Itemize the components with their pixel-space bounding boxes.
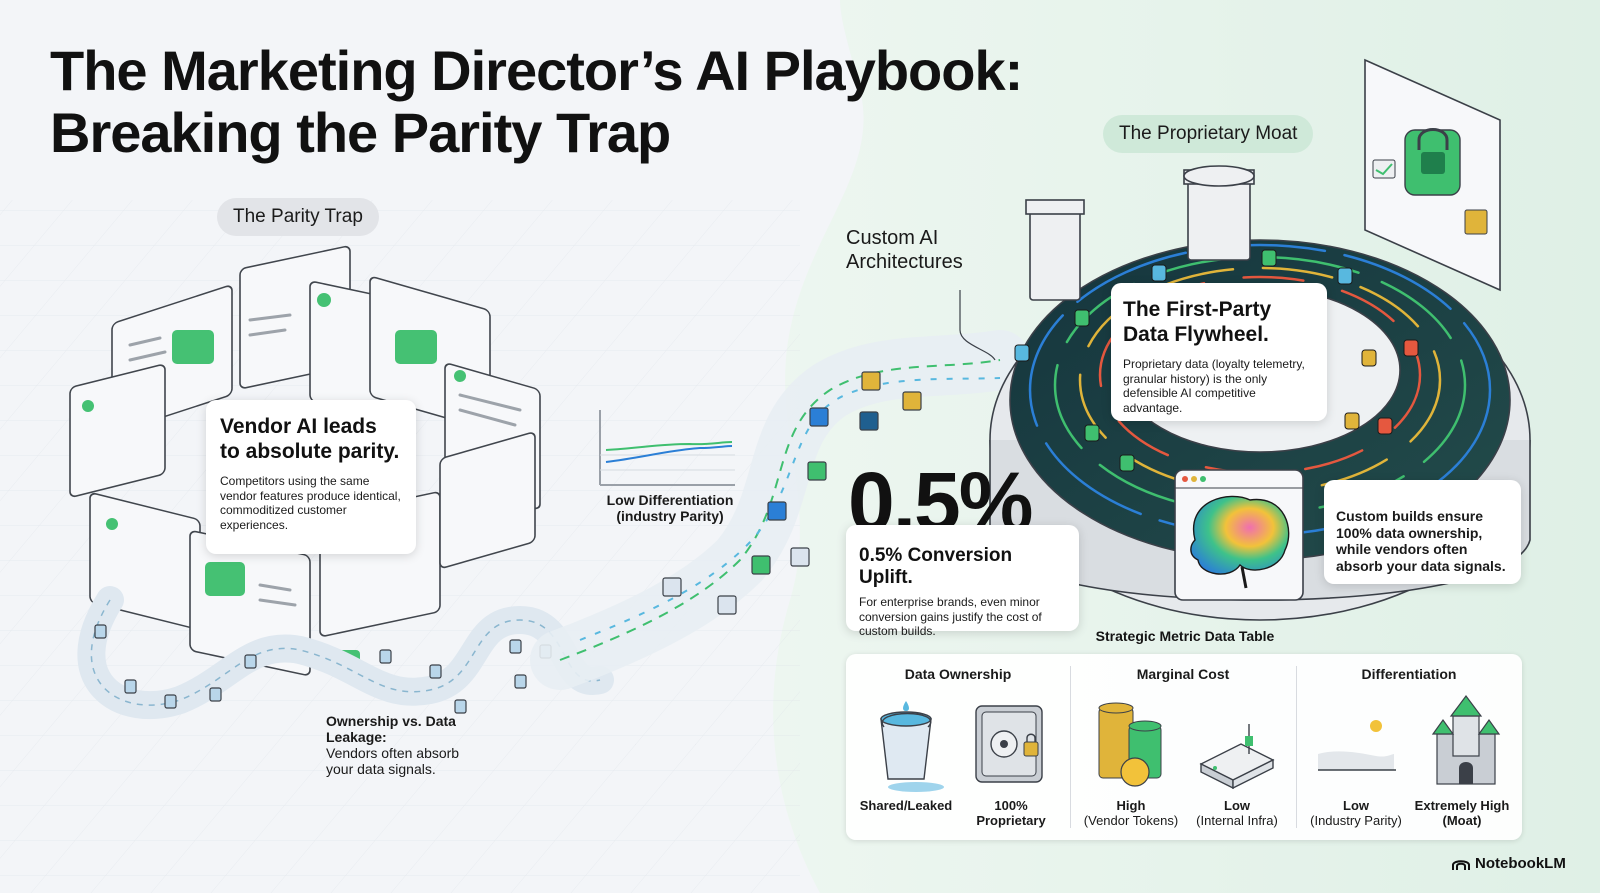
low-diff-line-2: (industry Parity) bbox=[616, 508, 724, 524]
low-differentiation-label: Low Differentiation (industry Parity) bbox=[590, 492, 750, 524]
cell-main: Low bbox=[1343, 798, 1369, 813]
flywheel-card: The First-Party Data Flywheel. Proprieta… bbox=[1111, 283, 1327, 421]
cell-sub: (Moat) bbox=[1442, 813, 1482, 828]
cell-sub: (Vendor Tokens) bbox=[1083, 813, 1179, 828]
custom-path-road bbox=[530, 330, 1030, 690]
flat-parity-chart bbox=[599, 410, 735, 486]
ai-brain-screen bbox=[1174, 469, 1304, 601]
brand-watermark: NotebookLM bbox=[1452, 855, 1566, 872]
security-panel bbox=[1364, 58, 1501, 292]
flat-plain-icon bbox=[1318, 720, 1396, 771]
title-line-1: The Marketing Director’s AI Playbook: bbox=[50, 39, 1023, 102]
col-header-data-ownership: Data Ownership bbox=[904, 666, 1012, 682]
ownership-note: Ownership vs. Data Leakage: Vendors ofte… bbox=[326, 713, 476, 777]
cell-low-industry-parity: Low (Industry Parity) bbox=[1304, 798, 1408, 828]
table-divider bbox=[1296, 666, 1297, 828]
coin-stacks-icon bbox=[1098, 702, 1162, 787]
cell-main: Extremely High bbox=[1414, 798, 1510, 813]
uplift-body: For enterprise brands, even minor conver… bbox=[859, 595, 1042, 638]
table-divider bbox=[1070, 666, 1071, 828]
vendor-ai-heading: Vendor AI leads to absolute parity. bbox=[220, 415, 400, 463]
cell-low-internal-infra: Low (Internal Infra) bbox=[1186, 798, 1288, 828]
castle-icon bbox=[1431, 695, 1501, 785]
cell-main: High bbox=[1116, 798, 1146, 813]
page-title: The Marketing Director’s AI Playbook: Br… bbox=[50, 40, 1110, 164]
vendor-ai-body: Competitors using the same vendor featur… bbox=[220, 474, 401, 532]
low-diff-line-1: Low Differentiation bbox=[606, 492, 734, 508]
metric-table: Data Ownership Marginal Cost Differentia… bbox=[846, 654, 1522, 840]
uplift-heading: 0.5% Conversion Uplift. bbox=[859, 545, 1013, 588]
notebooklm-logo-icon bbox=[1452, 859, 1470, 870]
vendor-ai-card: Vendor AI leads to absolute parity. Comp… bbox=[206, 400, 416, 554]
flywheel-body: Proprietary data (loyalty telemetry, gra… bbox=[1123, 357, 1305, 415]
cell-main: 100% bbox=[994, 798, 1028, 813]
custom-ai-label: Custom AI Architectures bbox=[846, 226, 1006, 274]
cell-shared-leaked: Shared/Leaked bbox=[854, 798, 958, 813]
cell-extremely-high-moat: Extremely High (Moat) bbox=[1408, 798, 1516, 828]
leaking-bucket-icon bbox=[880, 701, 944, 792]
cell-main: Low bbox=[1224, 798, 1250, 813]
col-header-differentiation: Differentiation bbox=[1361, 666, 1457, 682]
brand-name: NotebookLM bbox=[1475, 855, 1566, 872]
vault-safe-icon bbox=[975, 705, 1043, 783]
flywheel-heading: The First-Party Data Flywheel. bbox=[1123, 298, 1272, 346]
ownership-body: Vendors often absorb your data signals. bbox=[326, 745, 460, 777]
col-header-marginal-cost: Marginal Cost bbox=[1136, 666, 1230, 682]
custom-ai-line-1: Custom AI bbox=[846, 227, 939, 249]
cell-main: Shared/Leaked bbox=[859, 798, 953, 813]
custom-ai-line-2: Architectures bbox=[846, 251, 963, 273]
proprietary-moat-pill: The Proprietary Moat bbox=[1103, 115, 1314, 153]
table-icons bbox=[880, 695, 1501, 792]
server-device-icon bbox=[1199, 724, 1275, 790]
metric-table-title: Strategic Metric Data Table bbox=[1095, 628, 1275, 644]
parity-trap-pill: The Parity Trap bbox=[217, 198, 379, 236]
cell-high-vendor-tokens: High (Vendor Tokens) bbox=[1078, 798, 1184, 828]
cell-sub: (Industry Parity) bbox=[1310, 813, 1402, 828]
uplift-card: 0.5% Conversion Uplift. For enterprise b… bbox=[846, 525, 1079, 638]
vendor-screens-cluster bbox=[69, 245, 541, 676]
ownership-heading: Ownership vs. Data Leakage: bbox=[326, 713, 456, 745]
title-line-2: Breaking the Parity Trap bbox=[50, 101, 671, 164]
cell-100-proprietary: 100% Proprietary bbox=[958, 798, 1064, 828]
cell-sub: Proprietary bbox=[976, 813, 1046, 828]
cell-sub: (Internal Infra) bbox=[1196, 813, 1278, 828]
custom-builds-body: Custom builds ensure 100% data ownership… bbox=[1336, 508, 1506, 574]
custom-builds-card: Custom builds ensure 100% data ownership… bbox=[1324, 480, 1521, 584]
